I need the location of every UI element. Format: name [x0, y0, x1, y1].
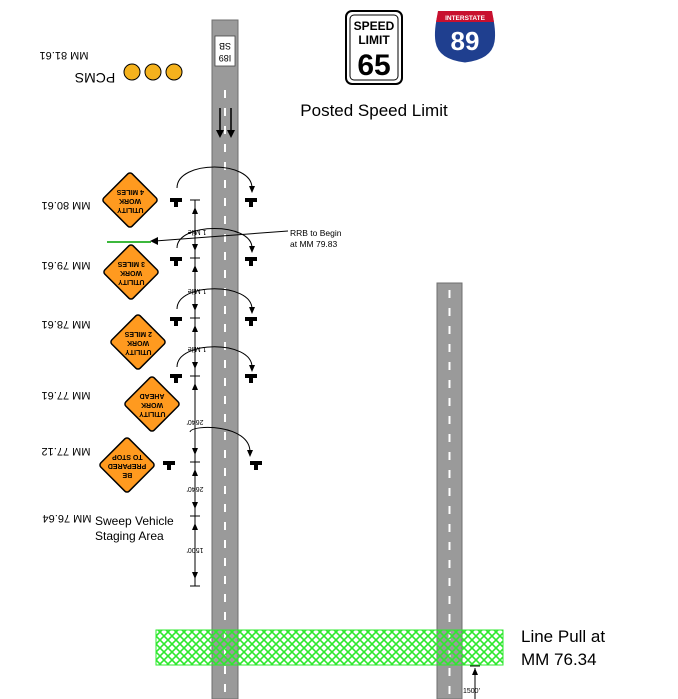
direction-arrow-icon: [249, 186, 255, 193]
direction-arrow-icon: [249, 246, 255, 253]
channelizer-icon: [250, 461, 262, 470]
sign-utility-work-4-miles: 4 MILES WORK UTILITY: [102, 172, 158, 228]
pcms-lights-icon: [123, 63, 183, 81]
sweep-vehicle-area: MM 76.64 Sweep Vehicle Staging Area: [43, 512, 175, 543]
sweep-milemarker: MM 76.64: [43, 512, 92, 524]
sweep-line1: Sweep Vehicle: [95, 514, 174, 528]
sign-4-line-3: AHEAD: [140, 392, 165, 399]
sign-1-line-1: UTILITY: [117, 206, 144, 213]
rrb-note-line2: at MM 79.83: [290, 239, 338, 249]
sign-4-line-1: UTILITY: [139, 410, 166, 417]
channelizer-icon: [245, 198, 257, 207]
rrb-note-line1: RRB to Begin: [290, 228, 342, 238]
sign-be-prepared-to-stop: TO STOP PREPARED BE: [99, 437, 155, 493]
direction-arrow-icon: [247, 450, 253, 457]
route-label-top: SB: [219, 41, 231, 51]
channelizer-icon: [170, 317, 182, 326]
placement-loops: [176, 166, 253, 453]
direction-arrow-icon: [216, 130, 224, 138]
milemarker-sign-3: MM 78.61: [42, 318, 91, 330]
milemarker-sign-1: MM 80.61: [42, 199, 91, 211]
route-label-bottom: I89: [219, 53, 232, 63]
loop-arrowheads: [247, 186, 255, 457]
shield-top-text: INTERSTATE: [445, 15, 486, 22]
channelizer-icon: [170, 374, 182, 383]
sign-5-line-1: BE: [122, 471, 132, 478]
direction-arrow-icon: [227, 130, 235, 138]
milemarker-sign-4: MM 77.61: [42, 389, 91, 401]
spacing-label-2: 1 Mile: [188, 287, 207, 294]
dimension-lines: [190, 199, 200, 587]
direction-arrow-icon: [249, 307, 255, 314]
sign-3-line-3: 2 MILES: [124, 330, 152, 337]
channelizer-icon: [170, 198, 182, 207]
speed-sign-line1: SPEED: [354, 19, 395, 33]
sign-utility-work-3-miles: 3 MILES WORK UTILITY: [103, 244, 159, 300]
channelizer-icon: [245, 257, 257, 266]
speed-limit-sign: SPEED LIMIT 65: [345, 10, 403, 85]
channelizer-icon: [170, 257, 182, 266]
spacing-label-6: 1500': [187, 546, 204, 553]
direction-arrow-icon: [249, 365, 255, 372]
milemarker-sign-5: MM 77.12: [42, 445, 91, 457]
channelizer-icon: [163, 461, 175, 470]
rrb-callout: RRB to Begin at MM 79.83: [150, 228, 342, 249]
interstate-shield-icon: INTERSTATE 89: [433, 10, 497, 64]
sign-5-line-2: PREPARED: [108, 462, 146, 469]
channelizer-icon: [245, 374, 257, 383]
pcms-label: PCMS: [75, 70, 115, 86]
line-pull-dimension: 1500': [463, 665, 480, 699]
sign-2-line-1: UTILITY: [118, 278, 145, 285]
speed-sign-value: 65: [357, 49, 390, 82]
pcms-milemarker: MM 81.61: [40, 49, 89, 61]
sign-2-line-2: WORK: [120, 269, 142, 276]
sign-3-line-2: WORK: [127, 339, 149, 346]
sign-5-line-3: TO STOP: [112, 453, 143, 460]
line-pull-distance: 1500': [463, 688, 480, 695]
channelizers: [163, 198, 262, 470]
channelizer-icon: [245, 317, 257, 326]
line-pull-line1: Line Pull at: [521, 627, 605, 646]
roadway-left: [211, 19, 239, 699]
sign-3-line-1: UTILITY: [125, 348, 152, 355]
posted-speed-caption: Posted Speed Limit: [300, 101, 448, 120]
line-pull-zone: [155, 629, 504, 666]
sign-2-line-3: 3 MILES: [117, 260, 145, 267]
sweep-line2: Staging Area: [95, 529, 164, 543]
spacing-label-5: 2640': [187, 485, 204, 492]
sign-1-line-3: 4 MILES: [116, 188, 144, 195]
shield-number: 89: [451, 26, 480, 56]
spacing-label-3: 1 Mile: [188, 345, 207, 352]
route-label: SB I89: [214, 35, 236, 67]
sign-1-line-2: WORK: [119, 197, 141, 204]
sign-utility-work-2-miles: 2 MILES WORK UTILITY: [110, 314, 166, 370]
spacing-label-1: 1 Mile: [188, 228, 207, 235]
direction-arrows: [216, 108, 235, 138]
direction-arrow-icon: [150, 237, 158, 245]
line-pull-line2: MM 76.34: [521, 650, 597, 669]
milemarker-sign-2: MM 79.61: [42, 259, 91, 271]
spacing-label-4: 2640': [187, 418, 204, 425]
pcms-group: MM 81.61 PCMS: [40, 49, 183, 86]
sign-utility-work-ahead: AHEAD WORK UTILITY: [124, 376, 180, 432]
speed-sign-line2: LIMIT: [358, 33, 390, 47]
dimension-arrowheads: [192, 207, 198, 579]
sign-4-line-2: WORK: [141, 401, 163, 408]
